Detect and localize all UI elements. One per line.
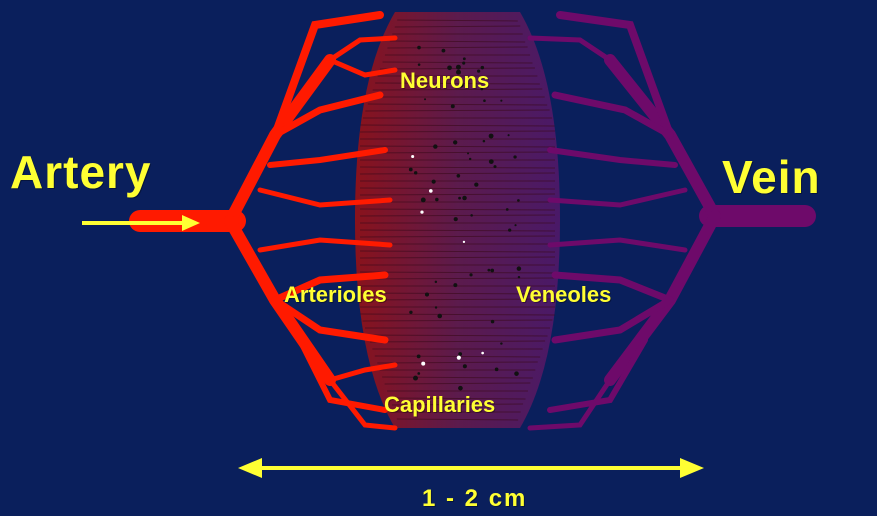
scale-bar	[238, 458, 704, 478]
vein-label: Vein	[722, 150, 821, 204]
neurons-label: Neurons	[400, 68, 489, 94]
artery-label: Artery	[10, 145, 152, 199]
capillaries-label: Capillaries	[384, 392, 495, 418]
arterioles-label: Arterioles	[284, 282, 387, 308]
veneoles-label: Veneoles	[516, 282, 611, 308]
vein-tree	[530, 15, 805, 428]
scale-label: 1 - 2 cm	[422, 485, 527, 513]
